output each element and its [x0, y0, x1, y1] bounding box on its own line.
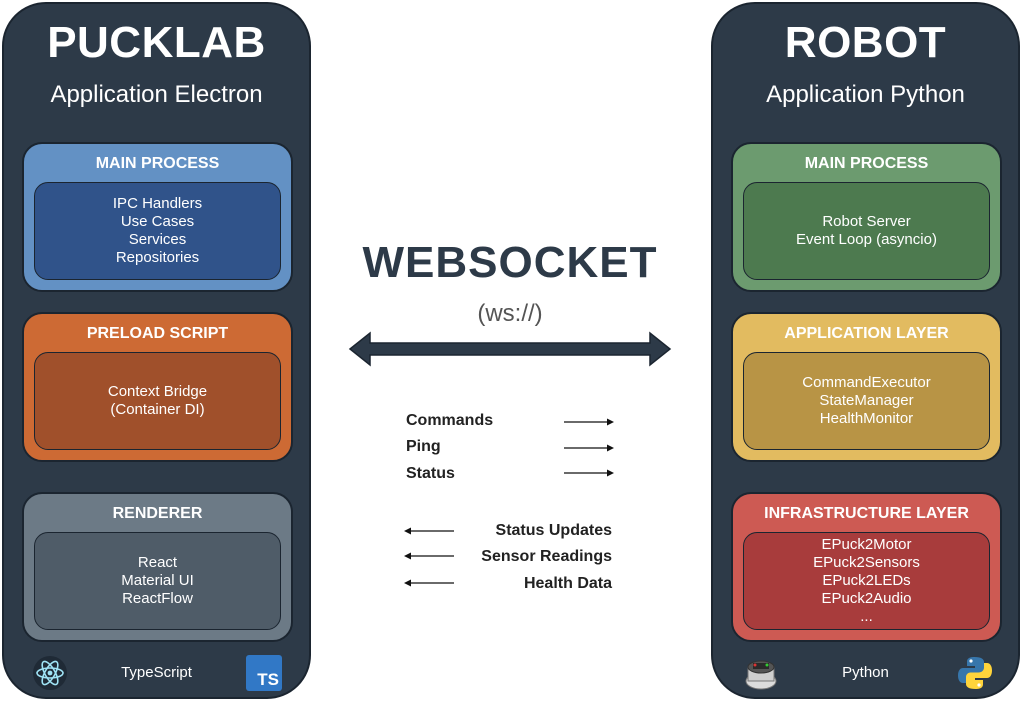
- left-arrow-icon: [404, 527, 454, 535]
- left-main-item: Use Cases: [120, 213, 195, 230]
- python-label: Python: [842, 664, 889, 681]
- incoming-sensor-readings-label: Sensor Readings: [481, 548, 612, 565]
- left-main-process-header: MAIN PROCESS: [95, 155, 220, 172]
- right-main-process-header: MAIN PROCESS: [804, 155, 929, 172]
- ts-badge-text: TS: [257, 670, 279, 689]
- right-infra-item: ...: [860, 608, 873, 625]
- outgoing-ping-label: Ping: [406, 438, 441, 455]
- left-main-process-box: MAIN PROCESS IPC Handlers Use Cases Serv…: [22, 142, 293, 292]
- typescript-logo-icon: TS: [246, 655, 282, 691]
- incoming-status-updates-label: Status Updates: [495, 522, 612, 539]
- right-infrastructure-layer-content: EPuck2Motor EPuck2Sensors EPuck2LEDs EPu…: [743, 532, 990, 630]
- left-arrow-icon: [404, 579, 454, 587]
- left-renderer-content: React Material UI ReactFlow: [34, 532, 281, 630]
- right-infra-item: EPuck2LEDs: [822, 572, 911, 589]
- left-main-item: IPC Handlers: [112, 195, 203, 212]
- right-main-process-content: Robot Server Event Loop (asyncio): [743, 182, 990, 280]
- left-renderer-box: RENDERER React Material UI ReactFlow: [22, 492, 293, 642]
- left-preload-script-content: Context Bridge (Container DI): [34, 352, 281, 450]
- robot-title: ROBOT: [784, 18, 947, 67]
- left-renderer-item: Material UI: [121, 572, 194, 589]
- outgoing-commands-label: Commands: [406, 412, 494, 429]
- bidirectional-arrow-icon: [348, 331, 672, 367]
- right-main-item: Robot Server: [822, 213, 911, 230]
- right-infrastructure-layer-box: INFRASTRUCTURE LAYER EPuck2Motor EPuck2S…: [731, 492, 1002, 642]
- right-main-item: Event Loop (asyncio): [796, 231, 937, 248]
- right-infrastructure-layer-header: INFRASTRUCTURE LAYER: [764, 505, 969, 522]
- right-app-item: StateManager: [819, 392, 914, 409]
- right-arrow-icon: [564, 418, 614, 426]
- robot-subtitle: Application Python: [766, 81, 965, 108]
- right-arrow-icon: [564, 469, 614, 477]
- right-app-item: HealthMonitor: [819, 410, 914, 427]
- outgoing-status-label: Status: [406, 465, 455, 482]
- incoming-health-data-label: Health Data: [523, 575, 612, 592]
- pucklab-panel: PUCKLAB Application Electron MAIN PROCES…: [2, 2, 311, 699]
- python-logo-icon: [958, 657, 992, 689]
- left-renderer-item: ReactFlow: [122, 590, 193, 607]
- right-infra-item: EPuck2Audio: [821, 590, 912, 607]
- electron-logo-icon: [33, 656, 67, 690]
- robot-panel: ROBOT Application Python MAIN PROCESS Ro…: [711, 2, 1020, 699]
- websocket-title: WEBSOCKET: [362, 238, 658, 287]
- right-application-layer-content: CommandExecutor StateManager HealthMonit…: [743, 352, 990, 450]
- left-preload-script-header: PRELOAD SCRIPT: [86, 325, 229, 342]
- left-main-item: Services: [128, 231, 187, 248]
- left-preload-script-box: PRELOAD SCRIPT Context Bridge (Container…: [22, 312, 293, 462]
- left-main-process-content: IPC Handlers Use Cases Services Reposito…: [34, 182, 281, 280]
- left-preload-item: Context Bridge: [107, 383, 208, 400]
- right-application-layer-box: APPLICATION LAYER CommandExecutor StateM…: [731, 312, 1002, 462]
- right-application-layer-header: APPLICATION LAYER: [784, 325, 949, 342]
- left-renderer-item: React: [137, 554, 178, 571]
- typescript-label: TypeScript: [121, 664, 192, 681]
- right-infra-item: EPuck2Sensors: [813, 554, 920, 571]
- left-renderer-header: RENDERER: [112, 505, 203, 522]
- right-infra-item: EPuck2Motor: [821, 536, 912, 553]
- left-main-item: Repositories: [115, 249, 200, 266]
- right-main-process-box: MAIN PROCESS Robot Server Event Loop (as…: [731, 142, 1002, 292]
- right-app-item: CommandExecutor: [802, 374, 931, 391]
- websocket-protocol: (ws://): [477, 300, 543, 327]
- left-preload-item: (Container DI): [110, 401, 205, 418]
- right-arrow-icon: [564, 444, 614, 452]
- pucklab-title: PUCKLAB: [47, 18, 266, 67]
- pucklab-subtitle: Application Electron: [50, 81, 263, 108]
- left-arrow-icon: [404, 552, 454, 560]
- epuck-robot-icon: [745, 660, 777, 690]
